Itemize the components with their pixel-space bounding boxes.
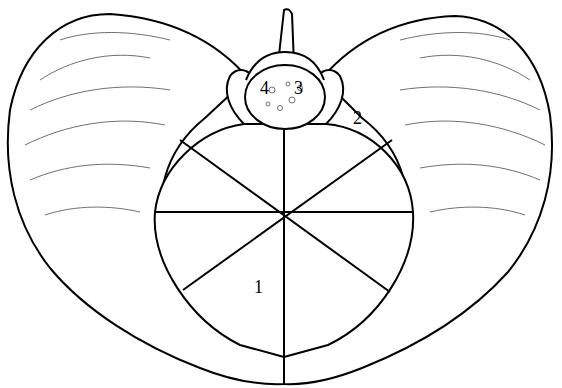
division-line	[183, 140, 392, 290]
division-line	[156, 211, 412, 213]
callout-number: 1	[254, 278, 263, 296]
callout-number: 4	[260, 79, 269, 97]
callout-number: 3	[294, 79, 303, 97]
pelvic-inlet	[155, 124, 413, 357]
vertebral-body	[245, 65, 325, 129]
division-line	[180, 140, 390, 292]
division-line	[283, 129, 285, 356]
callout-number: 2	[353, 109, 362, 127]
